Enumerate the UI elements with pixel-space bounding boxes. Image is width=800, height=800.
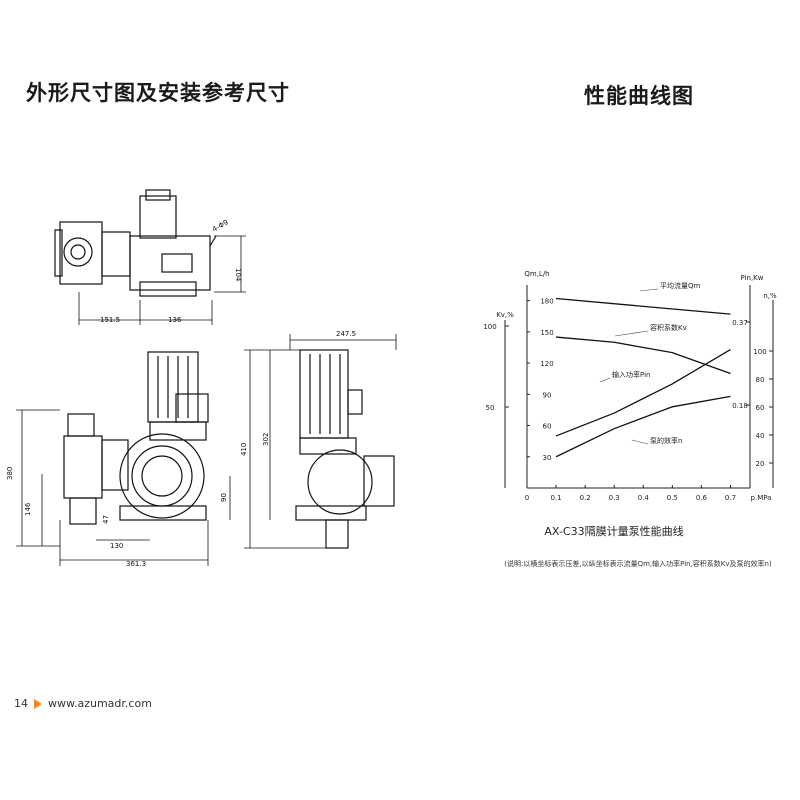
kv-axis-label: Kv,%: [496, 311, 514, 319]
series-leader-3: [631, 439, 649, 445]
x-tick-label: 0.5: [667, 494, 678, 502]
x-tick-label: 0.6: [696, 494, 708, 502]
qm-tick-label: 150: [540, 329, 553, 337]
series-line-1: [556, 336, 731, 375]
qm-tick-label: 180: [540, 298, 553, 306]
x-tick-label: 0.2: [580, 494, 591, 502]
dim-146: 146: [24, 502, 32, 516]
eff-axis-label: n,%: [763, 292, 777, 300]
qm-tick-label: 120: [540, 360, 553, 368]
front-view-drawing: [16, 351, 231, 566]
pin-tick-label: 0.37: [732, 319, 748, 327]
eff-tick-label: 80: [756, 376, 765, 384]
dim-302: 302: [262, 433, 270, 446]
series-line-3: [555, 395, 731, 458]
dimension-drawing-heading: 外形尺寸图及安装参考尺寸: [26, 80, 290, 105]
top-view-drawing: [54, 189, 246, 325]
series-leader-0: [639, 288, 659, 292]
dim-380: 380: [6, 467, 14, 480]
eff-tick-label: 60: [756, 404, 765, 412]
series-line-0: [556, 297, 731, 315]
chart-title: AX-C33隔膜计量泵性能曲线: [544, 524, 683, 538]
dim-104: 104: [234, 268, 242, 282]
dim-151-5: 151.5: [100, 316, 120, 324]
eff-tick-label: 40: [756, 432, 765, 440]
qm-tick-label: 90: [543, 391, 552, 399]
chart-axes: 0 0.1 0.2 0.3 0.4 0.5 0.6 0.7 p.MPa 30 60 90 120 150 1…: [483, 270, 777, 502]
series-label-2: 输入功率Pin: [612, 370, 650, 379]
pin-axis-label: Pin,Kw: [741, 274, 764, 282]
dim-247-5: 247.5: [336, 330, 356, 338]
qm-axis-label: Qm,L/h: [524, 270, 549, 278]
chart-note: (说明:以横坐标表示压差,以纵坐标表示流量Qm,输入功率Pin,容积系数Kv及泵…: [504, 559, 772, 568]
kv-tick-label: 100: [483, 323, 496, 331]
dim-90: 90: [220, 493, 228, 502]
page-footer: 14 www.azumadr.com: [14, 697, 152, 710]
x-tick-label: 0.3: [609, 494, 620, 502]
series-label-3: 泵的效率n: [650, 436, 682, 445]
qm-tick-label: 30: [543, 454, 552, 462]
qm-tick-label: 60: [543, 423, 552, 431]
series-label-1: 容积系数Kv: [650, 323, 687, 332]
x-tick-label: 0.4: [638, 494, 650, 502]
pin-tick-label: 0.18: [732, 402, 748, 410]
series-leader-1: [614, 330, 649, 337]
x-tick-label: 0: [525, 494, 529, 502]
arrow-right-icon: [34, 698, 42, 709]
dim-130: 130: [110, 542, 123, 550]
chart-series-group: 平均流量Qm 容积系数Kv 输入功率Pin 泵的效率n: [555, 281, 731, 458]
series-line-2: [555, 348, 731, 437]
performance-curve-heading: 性能曲线图: [584, 83, 694, 108]
eff-tick-label: 20: [756, 460, 765, 468]
series-leader-2: [599, 377, 611, 383]
side-view-drawing: [244, 334, 397, 549]
x-tick-label: 0.7: [725, 494, 736, 502]
x-tick-label: 0.1: [550, 494, 561, 502]
page-number: 14: [14, 697, 28, 710]
eff-tick-label: 100: [753, 348, 766, 356]
dim-136: 136: [168, 316, 182, 324]
series-label-0: 平均流量Qm: [660, 281, 701, 290]
dim-361-3: 361.3: [126, 560, 146, 568]
dim-47: 47: [102, 515, 110, 524]
website-link[interactable]: www.azumadr.com: [48, 697, 152, 710]
dim-410: 410: [240, 443, 248, 456]
kv-tick-label: 50: [486, 404, 495, 412]
x-axis-label: p.MPa: [751, 494, 772, 502]
